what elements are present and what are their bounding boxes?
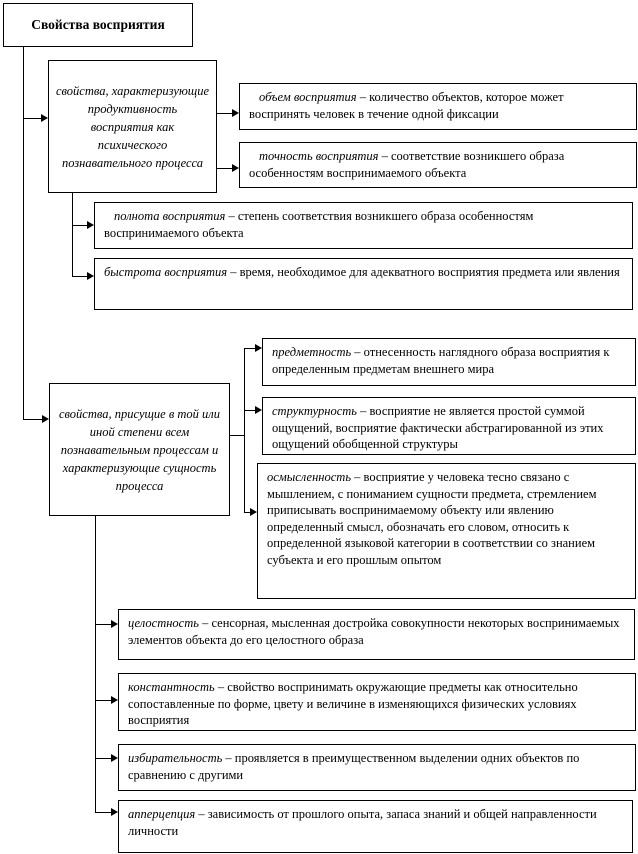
arrow-right-icon	[41, 114, 48, 122]
arrow-right-icon	[87, 272, 94, 280]
arrow-right-icon	[111, 808, 118, 816]
connector-to-apperception	[95, 812, 112, 813]
leaf-term: осмысленность	[267, 470, 352, 484]
leaf-definition: – степень соответствия возникшего образа…	[104, 209, 534, 240]
connector-to-meaningfulness	[244, 512, 251, 513]
leaf-box-selectivity: избирательность – проявляется в преимуще…	[118, 744, 636, 791]
leaf-term: объем восприятия	[259, 90, 357, 104]
leaf-term: избирательность	[128, 751, 223, 765]
root-box-perception-properties: Свойства восприятия	[3, 3, 193, 47]
connector-group1-to-accuracy	[217, 168, 233, 169]
arrow-right-icon	[87, 221, 94, 229]
leaf-definition: – восприятие у человека тесно связано с …	[267, 470, 597, 567]
leaf-box-structure: структурность – восприятие не является п…	[262, 397, 636, 455]
root-box-label: Свойства восприятия	[31, 17, 165, 32]
connector-to-selectivity	[95, 758, 112, 759]
leaf-term: предметность	[272, 345, 352, 359]
arrow-right-icon	[111, 696, 118, 704]
leaf-box-completeness: полнота восприятия – степень соответстви…	[94, 202, 633, 249]
leaf-box-constancy: константность – свойство воспринимать ок…	[118, 673, 636, 731]
leaf-box-speed: быстрота восприятия – время, необходимое…	[94, 258, 633, 310]
connector-to-group2	[23, 419, 43, 420]
arrow-right-icon	[250, 508, 257, 516]
connector-group2-bottom-vertical	[95, 516, 96, 813]
leaf-term: целостность	[128, 616, 199, 630]
leaf-definition: – зависимость от прошлого опыта, запаса …	[128, 807, 597, 838]
leaf-definition: – свойство воспринимать окружающие предм…	[128, 680, 578, 727]
leaf-term: структурность	[272, 404, 357, 418]
leaf-definition: – соответствие возникшего образа особенн…	[249, 149, 565, 180]
arrow-right-icon	[255, 344, 262, 352]
connector-group1-to-volume	[217, 113, 233, 114]
leaf-term: апперцепция	[128, 807, 196, 821]
leaf-box-objectness: предметность – отнесенность наглядного о…	[262, 338, 636, 386]
leaf-term: точность восприятия	[259, 149, 379, 163]
arrow-right-icon	[232, 164, 239, 172]
leaf-definition: – отнесенность наглядного образа восприя…	[272, 345, 610, 376]
leaf-definition: – восприятие не является простой суммой …	[272, 404, 604, 451]
leaf-definition: – время, необходимое для адекватного вос…	[227, 265, 620, 279]
arrow-right-icon	[111, 620, 118, 628]
group-box-essence-properties: свойства, присущие в той или иной степен…	[49, 383, 230, 516]
connector-to-structure	[244, 410, 256, 411]
leaf-box-integrity: целостность – сенсорная, мысленная достр…	[118, 609, 635, 660]
leaf-box-volume: объем восприятия – количество объектов, …	[239, 83, 637, 130]
leaf-definition: – проявляется в преимущественном выделен…	[128, 751, 580, 782]
leaf-term: константность	[128, 680, 215, 694]
arrow-right-icon	[232, 109, 239, 117]
leaf-definition: – сенсорная, мысленная достройка совокуп…	[128, 616, 620, 647]
connector-trunk-vertical	[23, 47, 24, 420]
connector-group2-right-vertical	[244, 348, 245, 513]
leaf-box-apperception: апперцепция – зависимость от прошлого оп…	[118, 800, 633, 853]
connector-group1-bottom-vertical	[72, 193, 73, 277]
connector-to-group1	[23, 118, 42, 119]
leaf-definition: – количество объектов, которое может вос…	[249, 90, 564, 121]
connector-to-speed	[72, 276, 88, 277]
connector-to-objectness	[244, 348, 256, 349]
leaf-box-meaningfulness: осмысленность – восприятие у человека те…	[257, 463, 636, 599]
leaf-term: быстрота восприятия	[104, 265, 228, 279]
leaf-box-accuracy: точность восприятия – соответствие возни…	[239, 142, 637, 188]
connector-to-integrity	[95, 624, 112, 625]
connector-to-constancy	[95, 700, 112, 701]
group-box-label: свойства, присущие в той или иной степен…	[59, 406, 220, 493]
group-box-label: свойства, характеризующие продуктивность…	[55, 83, 209, 170]
arrow-right-icon	[255, 406, 262, 414]
arrow-right-icon	[111, 754, 118, 762]
group-box-productivity-properties: свойства, характеризующие продуктивность…	[48, 60, 217, 193]
connector-to-completeness	[72, 225, 88, 226]
leaf-term: полнота восприятия	[114, 209, 226, 223]
arrow-right-icon	[42, 415, 49, 423]
connector-group2-right-stub	[230, 435, 245, 436]
